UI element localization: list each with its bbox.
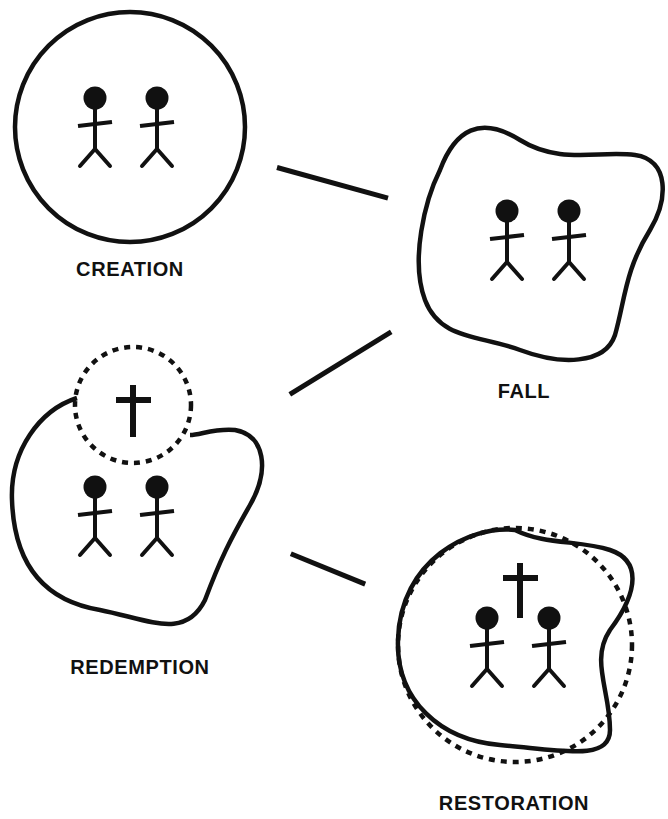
- stage-label: CREATION: [74, 257, 186, 281]
- node-outline: [390, 522, 640, 819]
- connector-line: [290, 332, 391, 395]
- creation-circle: CREATION: [12, 10, 250, 292]
- stage-label: RESTORATION: [437, 791, 591, 815]
- stick-figure: [470, 607, 504, 687]
- stick-figure: [490, 200, 524, 280]
- node-outline: [12, 10, 250, 292]
- redemption-blob: REDEMPTION: [8, 343, 266, 685]
- stick-figure: [552, 200, 586, 280]
- solid-outline: [419, 128, 663, 360]
- solid-outline: [15, 12, 245, 242]
- stick-figure: [78, 476, 112, 556]
- stick-figure: [140, 476, 174, 556]
- stage-label: REDEMPTION: [68, 655, 211, 679]
- stick-figure: [78, 87, 112, 167]
- node-outline: [415, 112, 668, 412]
- stick-figure: [140, 87, 174, 167]
- connector-line: [277, 168, 388, 199]
- cross-symbol: [116, 385, 151, 437]
- node-outline: [8, 343, 266, 685]
- solid-outline: [12, 398, 262, 624]
- connector-line: [291, 554, 365, 584]
- cross-symbol: [503, 563, 538, 618]
- restoration-blob: RESTORATION: [390, 522, 640, 819]
- dotted-outline: [75, 347, 191, 463]
- stage-label: FALL: [496, 379, 552, 403]
- fall-blob: FALL: [415, 112, 668, 412]
- stick-figure: [532, 607, 566, 687]
- dotted-outline: [398, 528, 632, 762]
